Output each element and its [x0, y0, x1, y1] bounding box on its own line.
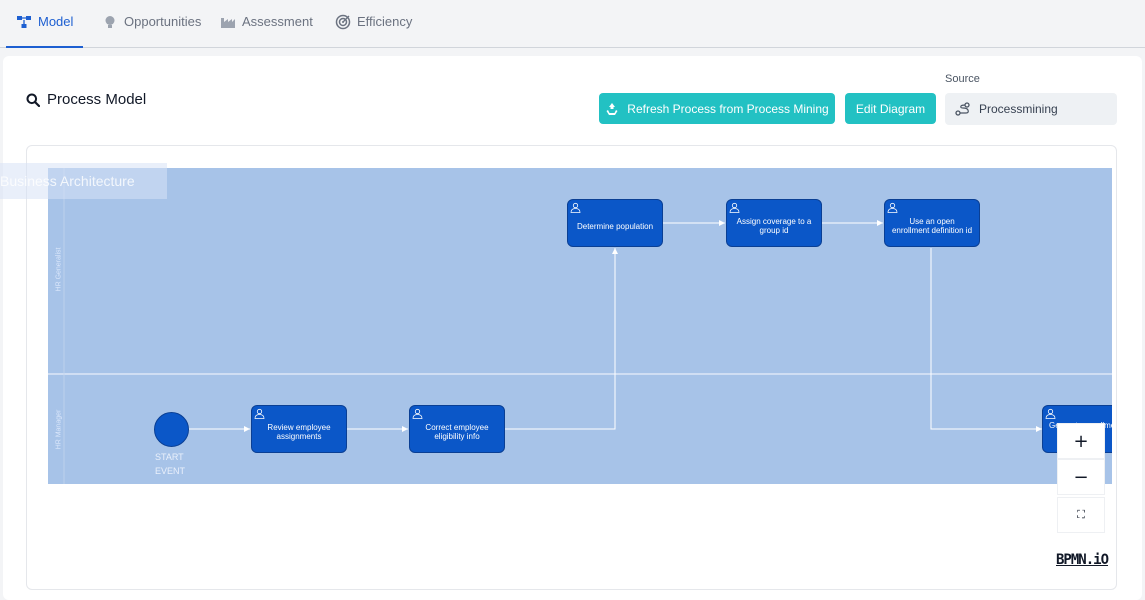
source-value: Processmining — [979, 102, 1058, 116]
user-task-icon — [1045, 408, 1056, 419]
task-label: Correct employee eligibility info — [425, 423, 489, 441]
start-event[interactable] — [154, 412, 189, 447]
lane-label-hr-generalist: HR Generalist — [55, 247, 63, 292]
target-icon — [335, 14, 351, 30]
task-label: Use an open enrollment definition id — [891, 217, 973, 235]
edit-diagram-button[interactable]: Edit Diagram — [845, 93, 936, 124]
task-open-enrollment-definition[interactable]: Use an open enrollment definition id — [884, 199, 980, 247]
refresh-button-label: Refresh Process from Process Mining — [627, 101, 829, 116]
edit-button-label: Edit Diagram — [855, 101, 926, 116]
sequence-flows — [189, 222, 1042, 430]
recycle-icon — [606, 102, 618, 115]
start-label-line1: START — [155, 452, 184, 462]
route-icon — [955, 102, 970, 116]
start-event-label: START EVENT — [155, 450, 185, 478]
arrowhead — [244, 426, 250, 432]
task-label: Determine population — [576, 221, 654, 231]
zoom-out-icon: − — [1073, 466, 1089, 488]
tab-label: Model — [38, 14, 74, 29]
source-select[interactable]: Processmining — [945, 93, 1117, 125]
page-title: Process Model — [26, 91, 146, 108]
page-title-text: Process Model — [47, 91, 147, 108]
task-determine-population[interactable]: Determine population — [567, 199, 663, 247]
tab-opportunities[interactable]: Opportunities — [102, 14, 201, 48]
tab-label: Efficiency — [357, 14, 413, 29]
flow-use-generate — [930, 248, 1042, 430]
tab-model[interactable]: Model — [5, 14, 84, 48]
source-label: Source — [945, 73, 980, 85]
user-task-icon — [729, 202, 740, 213]
fit-view-button[interactable]: ⛶ — [1057, 497, 1105, 533]
tab-label: Assessment — [242, 14, 313, 29]
arrowhead — [1036, 426, 1042, 432]
user-task-icon — [887, 202, 898, 213]
tab-assessment[interactable]: Assessment — [220, 14, 313, 48]
process-model-icon — [17, 16, 31, 28]
task-correct-eligibility[interactable]: Correct employee eligibility info — [409, 405, 505, 453]
arrowhead — [719, 220, 725, 226]
tab-label: Opportunities — [124, 14, 202, 29]
ghost-drag-label: Business Architecture — [0, 163, 167, 199]
task-assign-coverage[interactable]: Assign coverage to a group id — [726, 199, 822, 247]
lane-label-hr-manager: HR Manager — [55, 409, 63, 450]
task-label: Assign coverage to a group id — [736, 217, 812, 235]
zoom-out-button[interactable]: − — [1057, 459, 1105, 495]
user-task-icon — [412, 408, 423, 419]
task-label: Review employee assignments — [267, 423, 331, 441]
tab-efficiency[interactable]: Efficiency — [335, 14, 412, 48]
bpmn-io-logo[interactable]: BPMN.iO — [1056, 552, 1109, 568]
user-task-icon — [254, 408, 265, 419]
arrowhead — [612, 248, 618, 254]
flow-correct-determine — [505, 248, 616, 430]
factory-icon — [221, 18, 235, 28]
flow-arrowheads — [244, 220, 1042, 432]
arrowhead — [402, 426, 408, 432]
search-icon — [26, 93, 40, 107]
fit-view-icon: ⛶ — [1077, 508, 1085, 521]
zoom-in-icon: + — [1073, 430, 1089, 452]
user-task-icon — [570, 202, 581, 213]
lightbulb-icon — [105, 16, 115, 28]
zoom-in-button[interactable]: + — [1057, 423, 1105, 459]
tab-bar: Model Opportunities Assessment Efficienc… — [0, 0, 1145, 48]
arrowhead — [877, 220, 883, 226]
task-review-employee-assignments[interactable]: Review employee assignments — [251, 405, 347, 453]
refresh-process-button[interactable]: Refresh Process from Process Mining — [599, 93, 835, 124]
start-label-line2: EVENT — [155, 466, 186, 476]
